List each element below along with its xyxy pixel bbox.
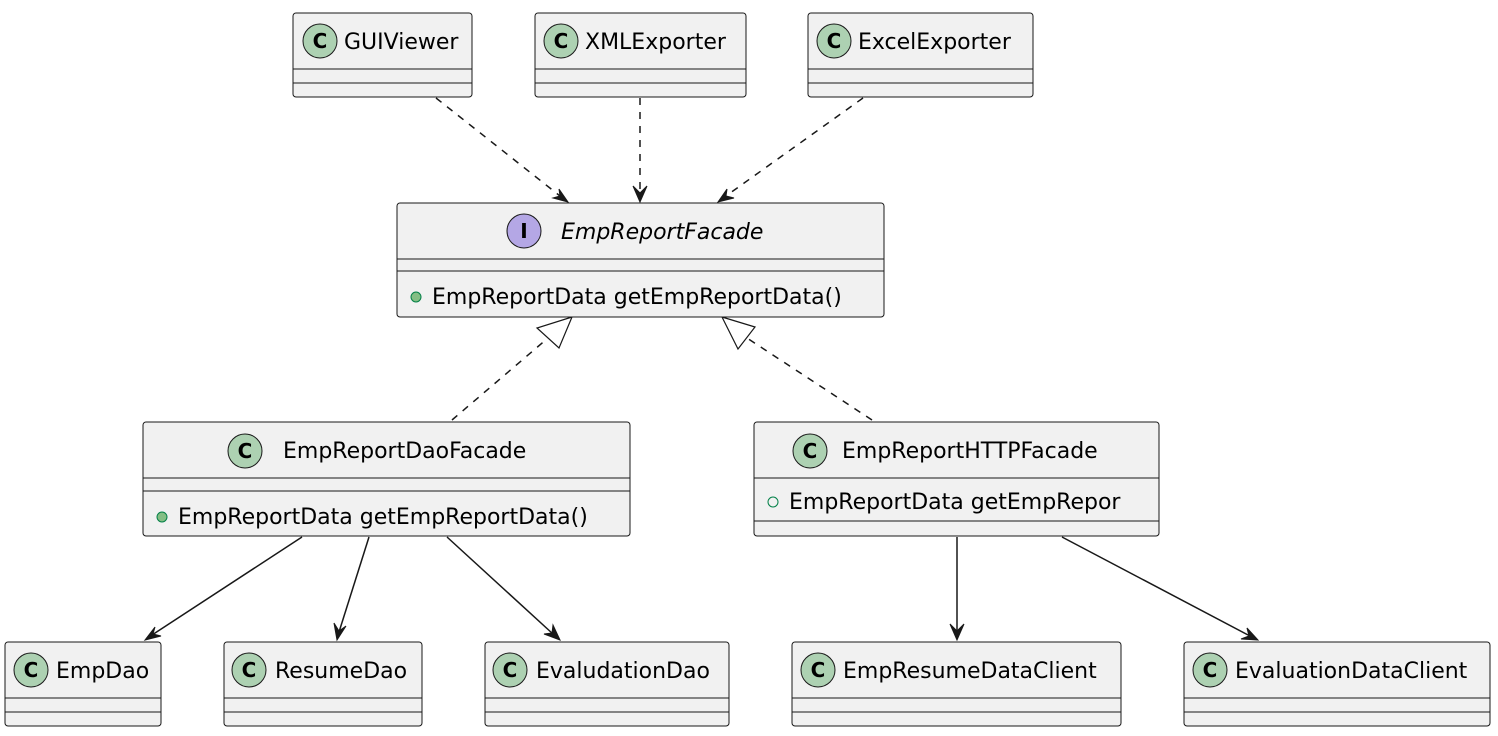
class-badge-letter: C — [503, 658, 518, 682]
realization-daofacade-to-facade — [451, 316, 574, 421]
class-badge-icon — [800, 652, 836, 688]
class-name: GUIViewer — [344, 30, 459, 55]
class-xml-exporter[interactable]: C XMLExporter — [534, 12, 747, 98]
interface-badge-icon — [506, 213, 542, 249]
class-badge-icon — [1192, 652, 1228, 688]
interface-name: EmpReportFacade — [561, 220, 763, 245]
class-emp-report-dao-facade[interactable]: C EmpReportDaoFacade EmpReportData getEm… — [142, 421, 631, 537]
association-httpfacade-to-empresume — [949, 537, 965, 642]
class-badge-icon — [492, 652, 528, 688]
class-gui-viewer[interactable]: C GUIViewer — [292, 12, 473, 98]
method-signature: EmpReportData getEmpReportData() — [178, 505, 588, 530]
class-badge-letter: C — [313, 29, 328, 53]
class-name: EvaluationDataClient — [1235, 659, 1468, 684]
public-method-icon — [767, 496, 779, 508]
class-excel-exporter[interactable]: C ExcelExporter — [807, 12, 1034, 98]
class-badge-letter: C — [24, 658, 39, 682]
class-emp-report-http-facade[interactable]: C EmpReportHTTPFacade EmpReportData getE… — [753, 421, 1160, 537]
class-badge-icon — [302, 23, 338, 59]
public-method-icon — [410, 291, 422, 303]
class-badge-icon — [792, 433, 828, 469]
class-badge-icon — [13, 652, 49, 688]
class-badge-icon — [227, 433, 263, 469]
class-name: EmpReportDaoFacade — [283, 439, 526, 464]
class-evaludation-dao[interactable]: C EvaludationDao — [484, 641, 730, 727]
class-name: EmpDao — [56, 659, 149, 684]
class-name: XMLExporter — [585, 30, 727, 55]
class-name: EmpResumeDataClient — [843, 659, 1097, 684]
class-name: EvaludationDao — [536, 659, 710, 684]
class-evaluation-data-client[interactable]: C EvaluationDataClient — [1183, 641, 1491, 727]
class-badge-letter: C — [554, 29, 569, 53]
class-emp-dao[interactable]: C EmpDao — [4, 641, 162, 727]
class-badge-icon — [231, 652, 267, 688]
realization-httpfacade-to-facade — [720, 316, 873, 421]
association-daofacade-to-empdao — [143, 536, 303, 641]
dependency-xml-to-facade — [632, 98, 648, 204]
interface-emp-report-facade[interactable]: I EmpReportFacade EmpReportData getEmpRe… — [396, 202, 885, 318]
class-name: ResumeDao — [275, 659, 407, 684]
class-badge-letter: C — [811, 658, 826, 682]
class-name: ExcelExporter — [858, 30, 1012, 55]
dependency-gui-to-facade — [435, 97, 570, 203]
class-emp-resume-data-client[interactable]: C EmpResumeDataClient — [791, 641, 1122, 727]
class-resume-dao[interactable]: C ResumeDao — [223, 641, 423, 727]
dependency-excel-to-facade — [716, 97, 864, 203]
association-httpfacade-to-evalclient — [1061, 536, 1260, 641]
class-badge-letter: C — [827, 29, 842, 53]
class-badge-letter: C — [238, 439, 253, 463]
class-badge-letter: C — [1203, 658, 1218, 682]
relations — [143, 97, 1260, 642]
association-daofacade-to-resumedao — [333, 536, 370, 642]
class-name: EmpReportHTTPFacade — [842, 439, 1098, 464]
class-badge-icon — [543, 23, 579, 59]
method-signature: EmpReportData getEmpReportData() — [432, 285, 842, 310]
method-signature: EmpReportData getEmpRepor — [789, 490, 1121, 515]
class-badge-letter: C — [242, 658, 257, 682]
public-method-icon — [156, 511, 168, 523]
association-daofacade-to-evaldao — [446, 536, 561, 641]
class-badge-letter: C — [803, 439, 818, 463]
class-badge-icon — [816, 23, 852, 59]
interface-badge-letter: I — [520, 219, 527, 243]
